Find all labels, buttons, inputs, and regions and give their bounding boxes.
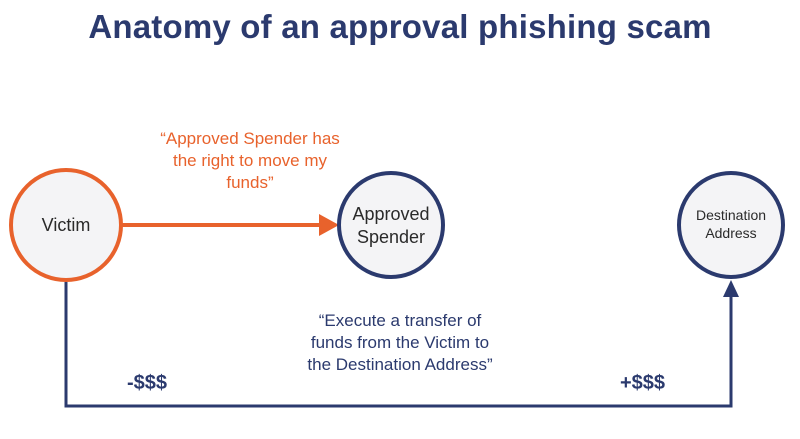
- edge-approval-label: “Approved Spender has the right to move …: [110, 128, 390, 194]
- diagram-title: Anatomy of an approval phishing scam: [88, 8, 712, 45]
- label-line: the Destination Address”: [307, 355, 493, 375]
- label-line: the right to move my: [172, 151, 327, 171]
- label-line: funds from the Victim to: [310, 333, 490, 353]
- label-line: Destination: [695, 207, 767, 223]
- edge-victim-to-destination: [64, 282, 733, 408]
- node-destination-address-label: Destination Address: [681, 207, 781, 242]
- label-line: “Execute a transfer of: [318, 311, 482, 330]
- node-victim: [9, 168, 123, 282]
- label-line: “Approved Spender has: [160, 129, 340, 148]
- node-approved-spender-label: Approved Spender: [341, 203, 441, 248]
- node-destination-address: [677, 171, 785, 279]
- node-approved-spender: [337, 171, 445, 279]
- label-line: Address: [705, 224, 757, 241]
- label-line: Spender: [356, 226, 426, 247]
- label-line: funds”: [226, 173, 274, 193]
- label-line: Approved: [352, 204, 430, 224]
- node-victim-label: Victim: [41, 215, 91, 235]
- amount-debit: -$$$: [127, 372, 168, 394]
- arrowhead-navy-icon: [723, 280, 739, 297]
- amount-credit: +$$$: [620, 372, 666, 394]
- edge-transfer-label: “Execute a transfer of funds from the Vi…: [260, 310, 540, 376]
- arrowhead-orange-icon: [319, 214, 339, 236]
